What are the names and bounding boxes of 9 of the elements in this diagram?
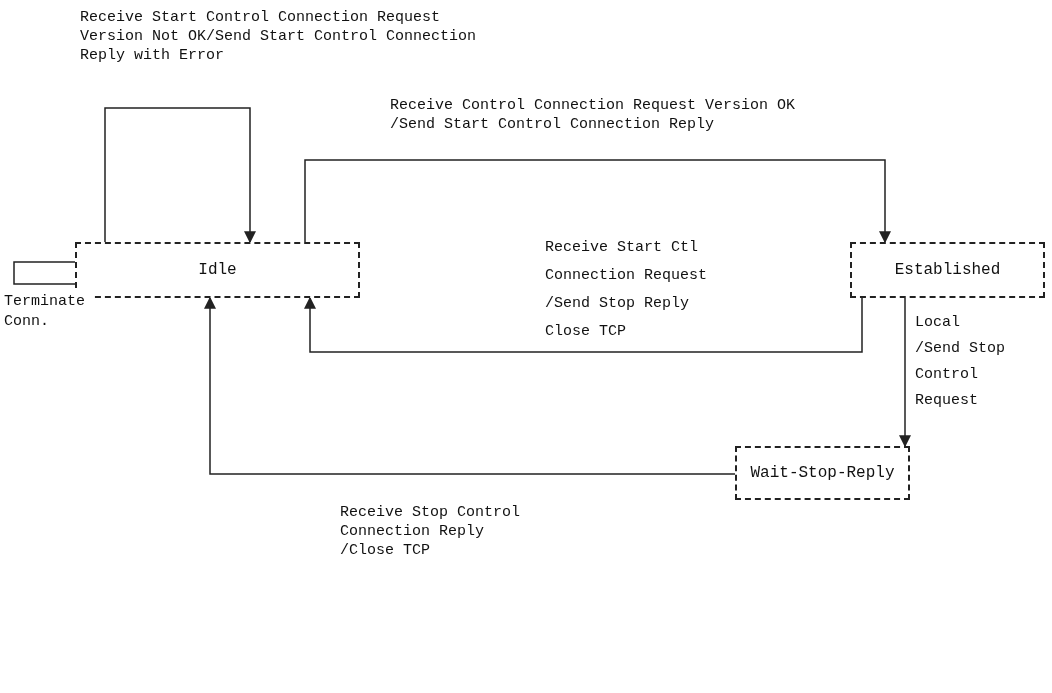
arrow bbox=[304, 296, 863, 353]
state-box: Wait-Stop-Reply bbox=[735, 446, 910, 500]
connector-line bbox=[13, 261, 76, 285]
arrow bbox=[304, 159, 891, 244]
state-box: Idle bbox=[75, 242, 360, 298]
arrow bbox=[899, 297, 911, 448]
arrow bbox=[204, 296, 736, 475]
arrow bbox=[104, 107, 256, 244]
state-box: Established bbox=[850, 242, 1045, 298]
